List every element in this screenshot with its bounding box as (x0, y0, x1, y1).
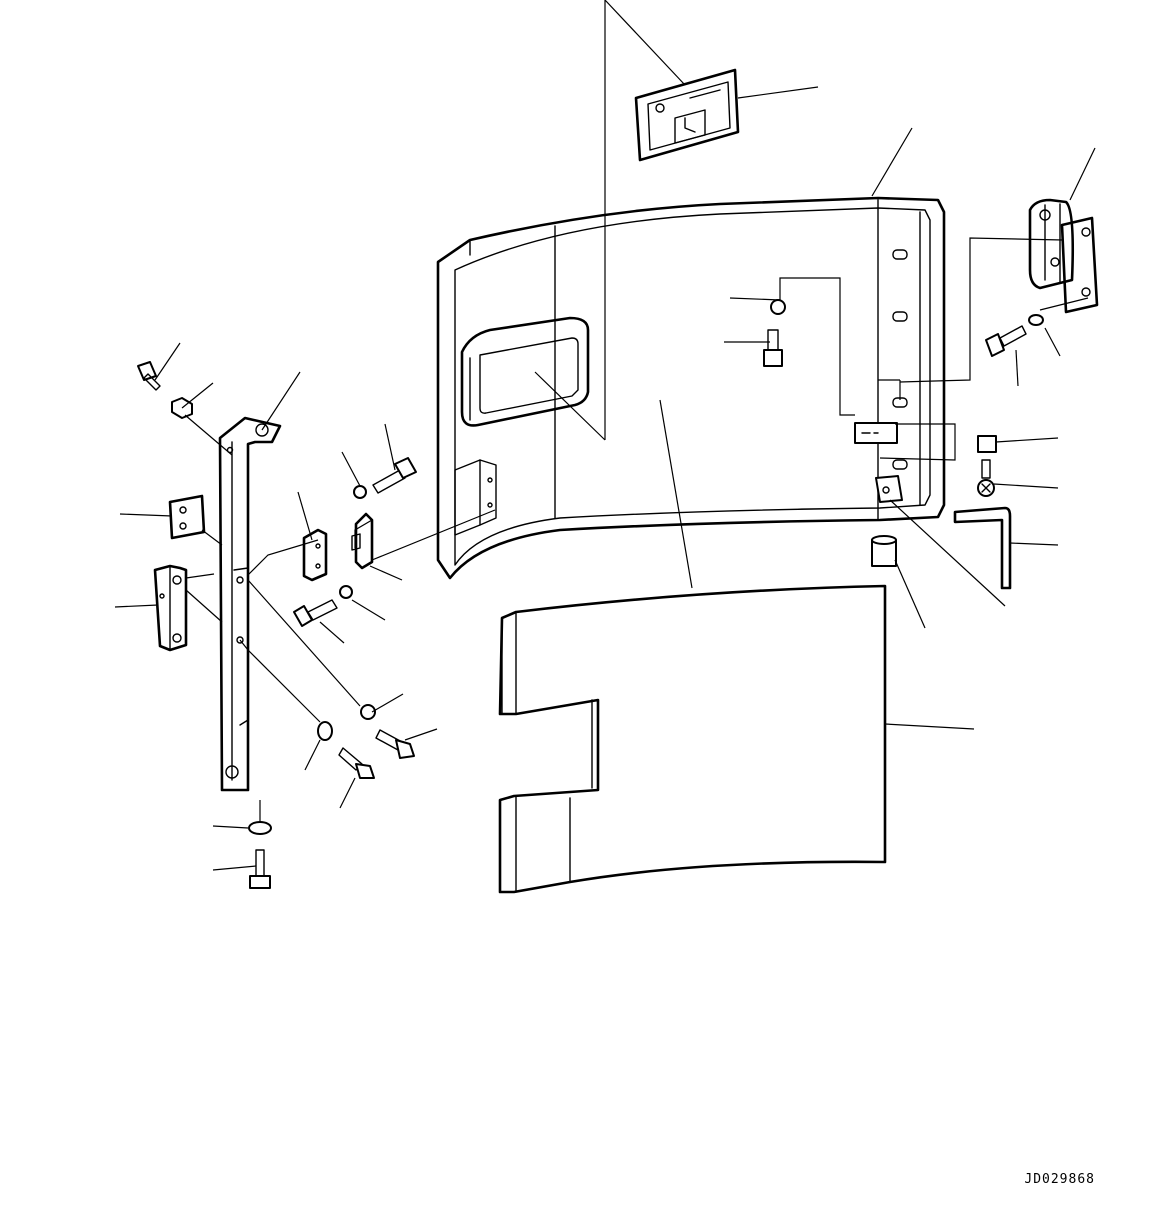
bolt (293, 599, 338, 627)
bolt (249, 849, 271, 889)
washer (339, 585, 353, 599)
small-plate (168, 494, 206, 540)
instrument-box (634, 68, 740, 162)
leader-lines (114, 0, 1096, 871)
seal-pad (498, 584, 887, 894)
drawing-reference-code: JD029868 (1024, 1172, 1095, 1187)
bolt (137, 361, 161, 391)
latch-striker (351, 512, 374, 570)
bolt (985, 325, 1027, 357)
hex-wrench (953, 506, 1012, 590)
washer (360, 704, 376, 720)
bolt (763, 329, 783, 367)
door-panel (436, 196, 946, 580)
hinge-assembly (1028, 198, 1099, 314)
washer (317, 721, 333, 741)
latch-plate (302, 528, 328, 582)
washer (248, 821, 272, 835)
bolt (338, 747, 375, 779)
bolt (372, 457, 417, 494)
bolt (977, 435, 997, 453)
hinge-bar (218, 416, 282, 792)
rubber-bumper (871, 535, 897, 567)
washer (1028, 314, 1044, 326)
washer (353, 485, 367, 499)
bolt (977, 459, 995, 497)
bolt (375, 729, 415, 759)
angle-bracket (153, 564, 188, 652)
washer (770, 299, 786, 315)
